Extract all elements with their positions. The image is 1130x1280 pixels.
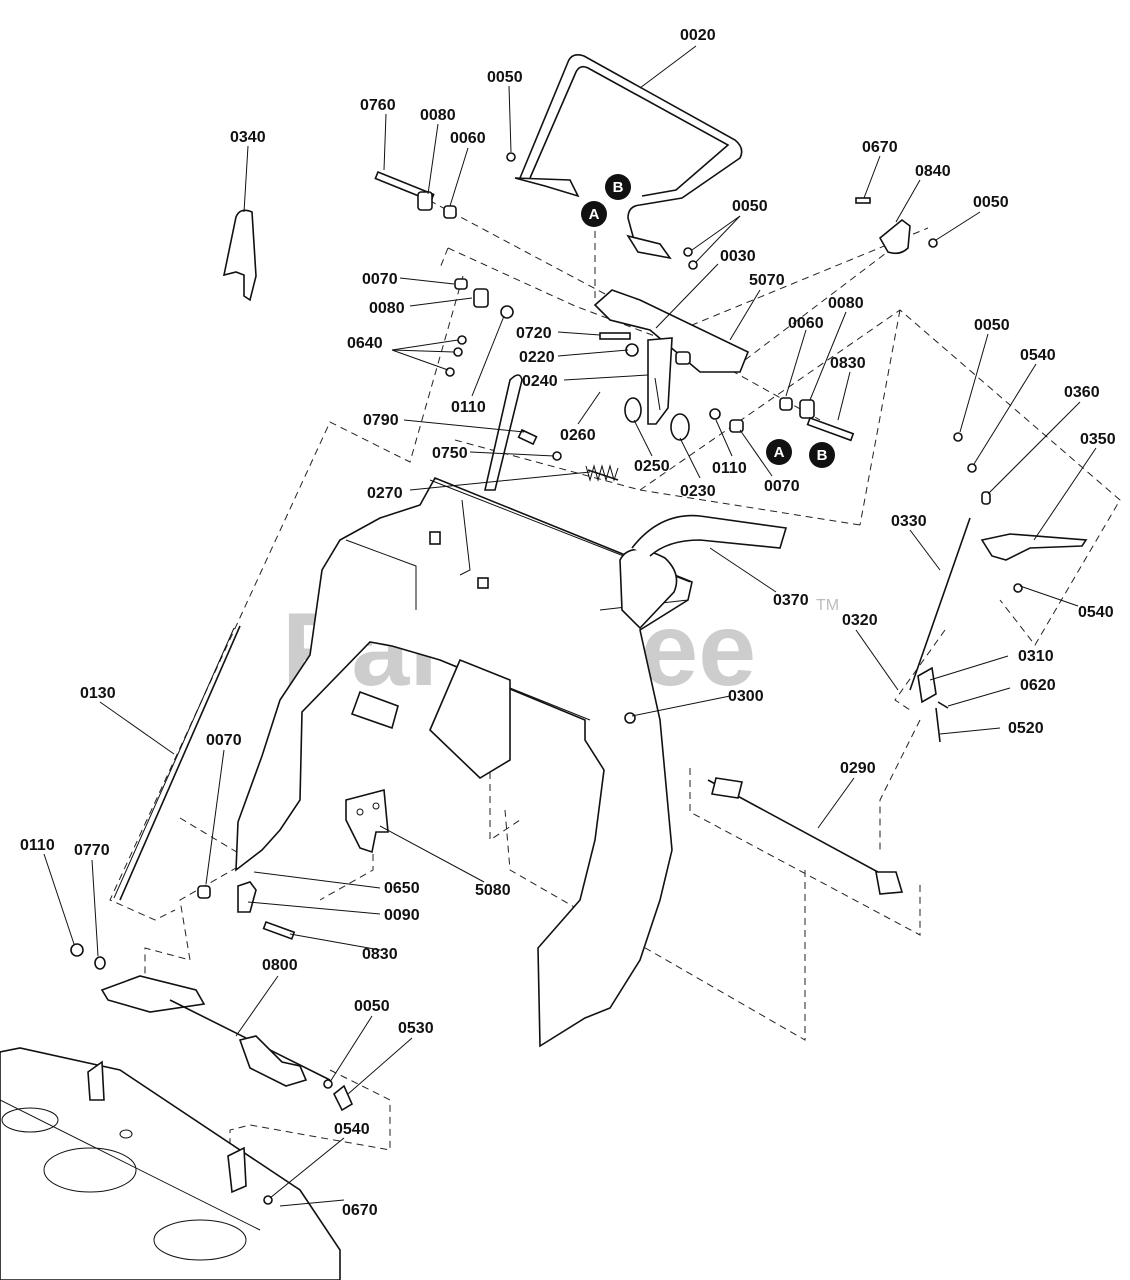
label-0800: 0800: [262, 957, 298, 974]
label-0540-a: 0540: [1020, 347, 1056, 364]
label-0070-c: 0070: [206, 732, 242, 749]
label-0240: 0240: [522, 373, 558, 390]
label-0830-b: 0830: [362, 946, 398, 963]
bracket-5070: [593, 289, 855, 442]
label-0770: 0770: [74, 842, 110, 859]
main-frame: [235, 476, 788, 1048]
label-0750: 0750: [432, 445, 468, 462]
label-0110-b: 0110: [712, 460, 747, 477]
part-labels: 0020 0050 0760 0080 0060 0340 0670 0840 …: [20, 27, 1116, 1219]
label-0110-c: 0110: [20, 837, 55, 854]
label-0030: 0030: [720, 248, 756, 265]
handle-0020: [514, 54, 743, 260]
lever-0800: [70, 881, 354, 1112]
svg-text:B: B: [613, 179, 624, 196]
label-0230: 0230: [680, 483, 716, 500]
label-0840: 0840: [915, 163, 951, 180]
label-0020: 0020: [680, 27, 716, 44]
label-0540-b: 0540: [1078, 604, 1114, 621]
plate-5080: [345, 788, 389, 854]
label-0620: 0620: [1020, 677, 1056, 694]
label-5080: 5080: [475, 882, 511, 899]
label-0670-a: 0670: [862, 139, 898, 156]
marker-b-top: B: [605, 174, 631, 200]
svg-text:A: A: [589, 206, 600, 223]
label-0290: 0290: [840, 760, 876, 777]
rod-0240: [483, 374, 619, 491]
label-0790: 0790: [363, 412, 399, 429]
label-0830-a: 0830: [830, 355, 866, 372]
label-0060-a: 0060: [450, 130, 486, 147]
label-0540-c: 0540: [334, 1121, 370, 1138]
label-0320: 0320: [842, 612, 878, 629]
hardware-top-right: [683, 197, 938, 270]
label-0050-e: 0050: [354, 998, 390, 1015]
watermark-trademark: TM: [816, 597, 839, 614]
label-0650: 0650: [384, 880, 420, 897]
label-0050-a: 0050: [487, 69, 523, 86]
label-0350: 0350: [1080, 431, 1116, 448]
label-0080-a: 0080: [420, 107, 456, 124]
label-0530: 0530: [398, 1020, 434, 1037]
label-0220: 0220: [519, 349, 555, 366]
label-0720: 0720: [516, 325, 552, 342]
label-0370: 0370: [773, 592, 809, 609]
label-0670-b: 0670: [342, 1202, 378, 1219]
label-0760: 0760: [360, 97, 396, 114]
label-0340: 0340: [230, 129, 266, 146]
label-0050-b: 0050: [973, 194, 1009, 211]
label-0090: 0090: [384, 907, 420, 924]
hardware-top-left: [374, 152, 516, 377]
grip-0340: [222, 209, 257, 302]
marker-a-right: A: [766, 439, 792, 465]
label-5070: 5070: [749, 272, 785, 289]
label-0050-c: 0050: [732, 198, 768, 215]
label-0310: 0310: [1018, 648, 1054, 665]
label-0080-b: 0080: [369, 300, 405, 317]
label-0260: 0260: [560, 427, 596, 444]
svg-text:A: A: [774, 444, 785, 461]
deck-frame: [0, 1047, 341, 1280]
linkage-right: [707, 432, 1088, 895]
label-0270: 0270: [367, 485, 403, 502]
label-0110-a: 0110: [451, 399, 486, 416]
label-0060-b: 0060: [788, 315, 824, 332]
label-0640: 0640: [347, 335, 383, 352]
label-0250: 0250: [634, 458, 670, 475]
svg-text:B: B: [817, 447, 828, 464]
label-0070-b: 0070: [764, 478, 800, 495]
label-0300: 0300: [728, 688, 764, 705]
label-0080-c: 0080: [828, 295, 864, 312]
label-0360: 0360: [1064, 384, 1100, 401]
label-0070-a: 0070: [362, 271, 398, 288]
marker-a-top: A: [581, 201, 607, 227]
rod-0130: [113, 625, 241, 901]
label-0130: 0130: [80, 685, 116, 702]
label-0050-d: 0050: [974, 317, 1010, 334]
leader-lines: [43, 45, 1097, 1207]
marker-b-right: B: [809, 442, 835, 468]
label-0520: 0520: [1008, 720, 1044, 737]
label-0330: 0330: [891, 513, 927, 530]
